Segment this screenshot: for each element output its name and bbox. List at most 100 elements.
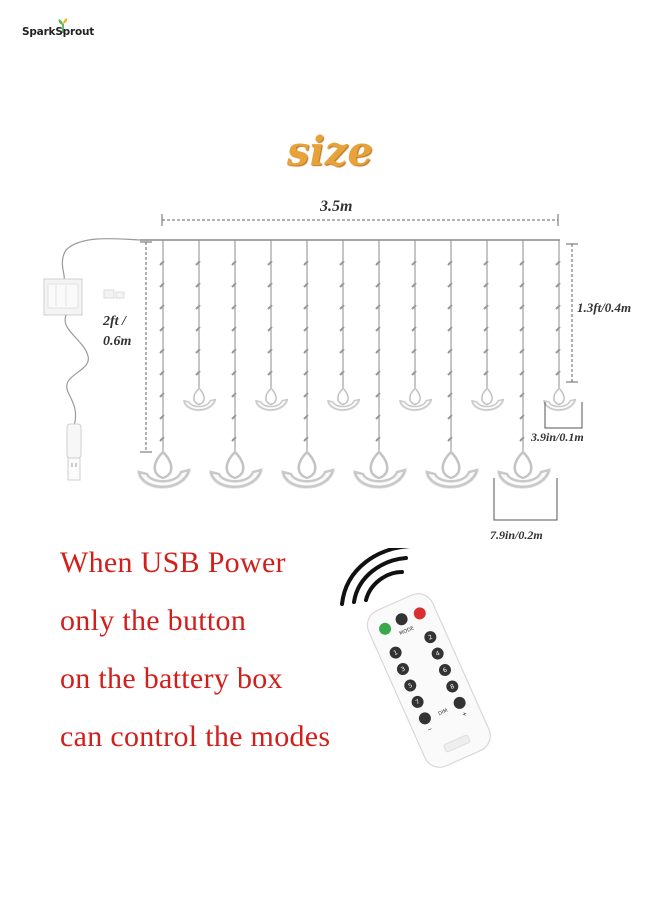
width-measure-line [161, 214, 559, 226]
dim-label: DIM [437, 708, 448, 717]
led-bulb [195, 260, 201, 266]
led-bulb [267, 304, 273, 310]
long-drop-label: 2ft / 0.6m [103, 312, 131, 352]
keypad-button [446, 680, 459, 693]
led-bulb [483, 260, 489, 266]
led-bulb [447, 370, 453, 376]
keypad-button-label: 3 [400, 665, 407, 673]
keypad-button [411, 695, 424, 708]
diya-lamp-small [254, 387, 289, 412]
notice-line-2: only the button [60, 604, 247, 637]
diya-lamp-small [398, 387, 433, 412]
keypad-button [431, 647, 444, 660]
led-bulb [231, 304, 237, 310]
led-bulb [411, 304, 417, 310]
led-bulb [519, 392, 525, 398]
led-bulb [447, 348, 453, 354]
big-lamp-size-box [493, 478, 558, 521]
led-bulb [339, 348, 345, 354]
led-bulb [303, 348, 309, 354]
led-bulb [195, 282, 201, 288]
long-drop-ft: 2ft / [103, 314, 126, 329]
led-bulb [483, 370, 489, 376]
led-bulb [519, 260, 525, 266]
small-lamp-label: 3.9in/0.1m [531, 430, 584, 444]
brand-logo: SparkSprout [22, 18, 95, 38]
keypad-button-label: 7 [415, 698, 422, 706]
keypad-button-label: 8 [449, 683, 456, 691]
led-bulb [339, 282, 345, 288]
led-bulb [519, 282, 525, 288]
led-bulb [519, 304, 525, 310]
led-bulb [267, 348, 273, 354]
led-bulb [375, 348, 381, 354]
led-bulb [303, 326, 309, 332]
led-bulb [555, 282, 561, 288]
sprout-icon [58, 18, 68, 33]
led-bulb [483, 282, 489, 288]
notice-line-1: When USB Power [60, 546, 286, 579]
led-bulb [519, 326, 525, 332]
led-bulb [231, 392, 237, 398]
keypad-button [424, 631, 437, 644]
keypad-button [389, 646, 402, 659]
led-bulb [375, 392, 381, 398]
svg-text:−: − [426, 726, 433, 734]
led-bulb [447, 282, 453, 288]
led-bulb [303, 414, 309, 420]
dim-plus-button [453, 696, 466, 709]
keypad-button-label: 5 [407, 682, 414, 690]
led-bulb [411, 370, 417, 376]
led-bulb [195, 326, 201, 332]
width-label: 3.5m [320, 198, 353, 215]
diya-lamp-small [470, 387, 505, 412]
keypad-button-label: 2 [427, 634, 434, 642]
led-bulb [447, 326, 453, 332]
led-bulb [159, 326, 165, 332]
svg-text:+: + [461, 710, 468, 718]
short-drop-measure [566, 243, 578, 383]
led-bulb [411, 282, 417, 288]
big-lamp-label: 7.9in/0.2m [490, 528, 543, 542]
small-lamp-size-box [544, 402, 583, 429]
long-drop-measure [140, 241, 152, 453]
led-bulb [519, 414, 525, 420]
led-bulb [447, 392, 453, 398]
led-bulb [375, 326, 381, 332]
led-bulb [411, 326, 417, 332]
led-bulb [231, 260, 237, 266]
led-bulb [195, 370, 201, 376]
light-strands [137, 240, 577, 489]
off-button [413, 607, 426, 620]
led-bulb [195, 304, 201, 310]
long-drop-m: 0.6m [103, 334, 132, 349]
switch-nub [103, 289, 125, 299]
mode-label: MODE [399, 625, 415, 637]
led-bulb [375, 304, 381, 310]
keypad-button [438, 664, 451, 677]
page-title: size [287, 128, 373, 175]
keypad-button [396, 663, 409, 676]
led-bulb [159, 304, 165, 310]
keypad-button-label: 1 [393, 649, 400, 657]
led-bulb [555, 260, 561, 266]
keypad-button [404, 679, 417, 692]
notice-line-4: can control the modes [60, 720, 331, 753]
led-bulb [303, 282, 309, 288]
curtain-light-diagram [43, 214, 583, 521]
battery-box [43, 278, 83, 316]
led-bulb [339, 260, 345, 266]
brand-name: SparkSprout [22, 26, 95, 38]
led-bulb [483, 304, 489, 310]
diya-lamp-large [209, 450, 263, 489]
led-bulb [375, 282, 381, 288]
short-drop-label: 1.3ft/0.4m [577, 300, 632, 315]
led-bulb [375, 260, 381, 266]
led-bulb [339, 304, 345, 310]
led-bulb [375, 436, 381, 442]
led-bulb [267, 326, 273, 332]
led-bulb [267, 370, 273, 376]
